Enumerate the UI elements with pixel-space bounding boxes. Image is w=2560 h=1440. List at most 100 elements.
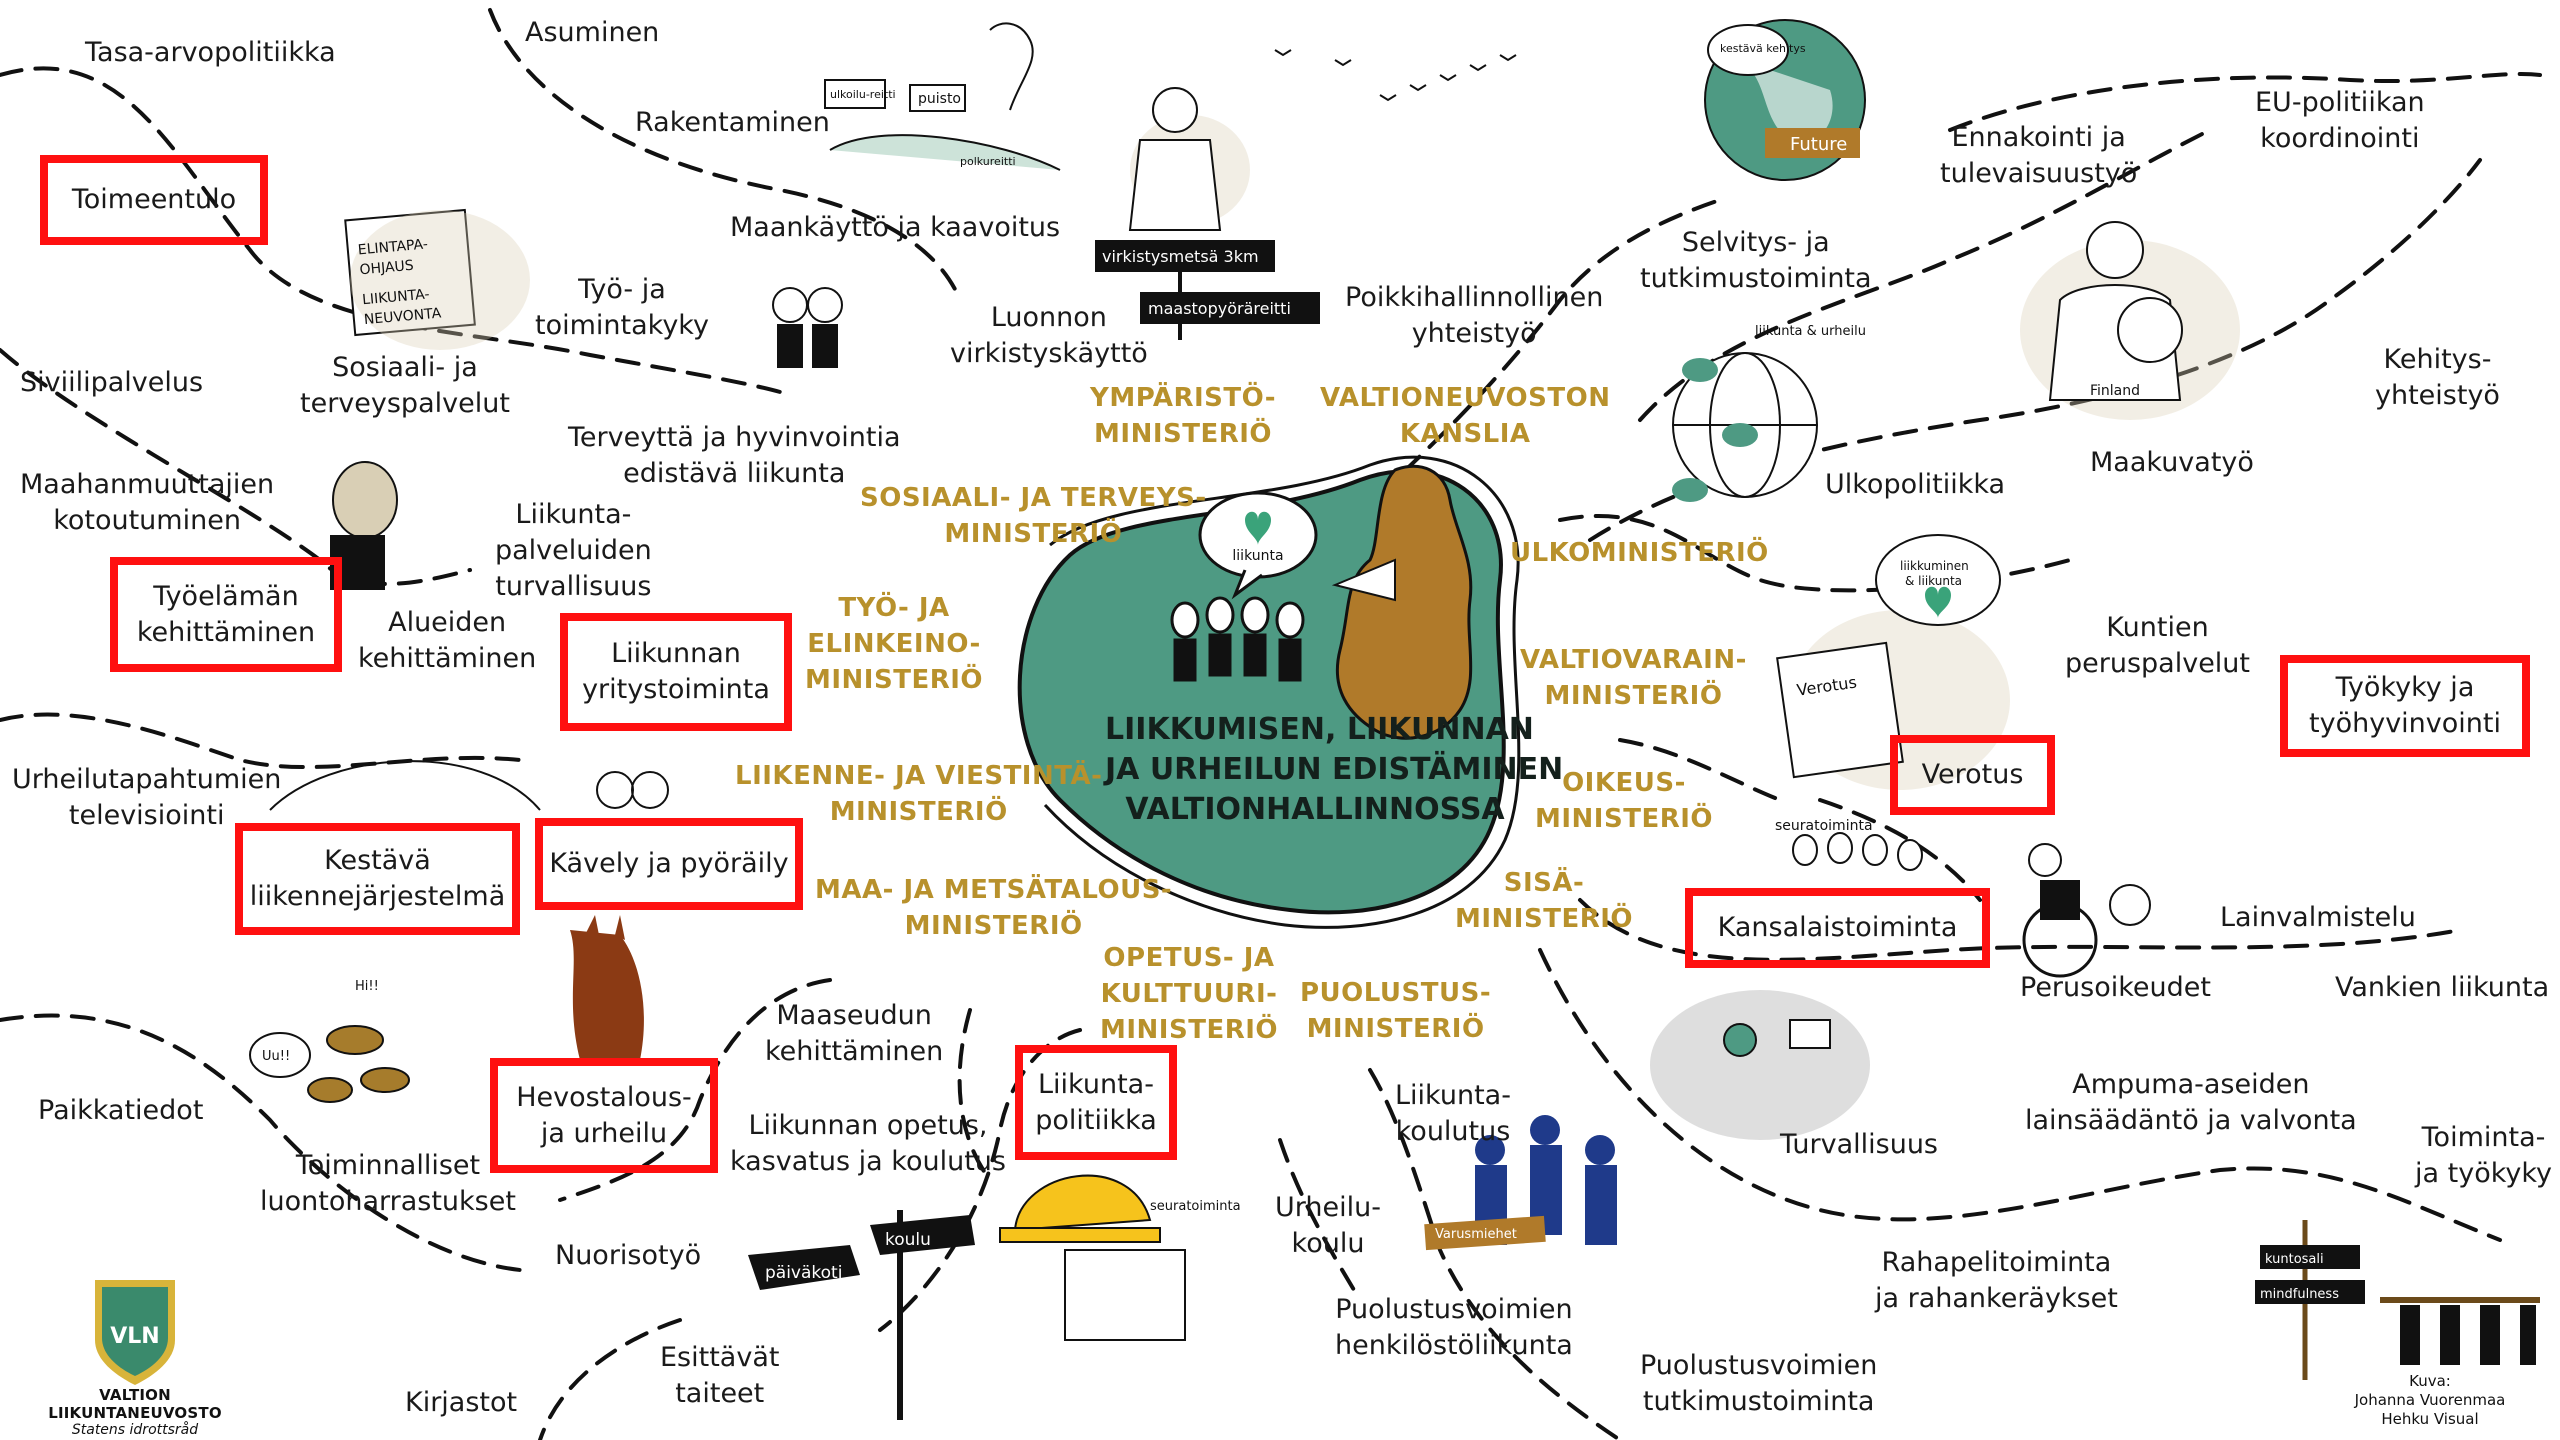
kuntosali-signpost-doodle [2255, 1220, 2540, 1380]
bubble-text: liikunta [1232, 548, 1283, 564]
birds-doodle [1274, 49, 1517, 102]
ulkopolitiikka-globe-doodle [1672, 352, 1818, 502]
mushroom-bubble-text: Uu!! [262, 1049, 290, 1064]
signpost-doodle-top [824, 22, 1061, 171]
highlight-liikuntapolitiikka[interactable]: Liikunta-politiikka [1015, 1045, 1177, 1160]
topic-paikkatiedot: Paikkatiedot [38, 1095, 204, 1126]
topic-tasa-arvo: Tasa-arvopolitiikka [85, 37, 336, 68]
sign-ulkoilu-text: ulkoilu-reitti [830, 88, 896, 101]
elintapa-text-1: ELINTAPA- [357, 236, 428, 258]
center-title-line-2: JA URHEILUN EDISTÄMINEN [1105, 752, 1564, 787]
virkistysmetsa-signs [1095, 240, 1320, 340]
topic-opetus: Liikunnan opetus,kasvatus ja koulutus [730, 1110, 1006, 1177]
finland-map [1335, 464, 1473, 740]
athlete-doodle [2020, 221, 2240, 420]
center-title-line-3: VALTIONHALLINNOSSA [1125, 792, 1505, 827]
topic-ulkopolitiikka: Ulkopolitiikka [1825, 469, 2006, 500]
friends-doodle [772, 287, 843, 368]
topic-lainvalmistelu: Lainvalmistelu [2220, 902, 2416, 933]
ministry-ulko: ULKOMINISTERIÖ [1510, 538, 1769, 568]
varusmiehet-doodle [1424, 1115, 1617, 1251]
topic-perusoikeudet: Perusoikeudet [2020, 972, 2211, 1003]
topic-liikuntakoulutus: Liikunta-koulutus [1395, 1080, 1511, 1147]
path-text: polkureitti [960, 155, 1016, 168]
maastopyoraily-sign-text: maastopyöräreitti [1148, 299, 1291, 318]
seuratoiminta-doodle-text: seuratoiminta [1775, 818, 1873, 834]
elintapa-paper-doodle [344, 208, 530, 350]
center-title-line-1: LIIKKUMISEN, LIIKUNNAN [1105, 712, 1534, 747]
bicycle-doodle [269, 760, 669, 811]
future-globe-doodle [1704, 19, 1866, 181]
topic-kehitys: Kehitys-yhteistyö [2375, 344, 2500, 411]
topic-asuminen: Asuminen [525, 17, 660, 48]
kuntosali-sign-text: kuntosali [2265, 1252, 2324, 1267]
ministry-sosiaali: SOSIAALI- JA TERVEYS-MINISTERIÖ [860, 483, 1207, 549]
turvallisuus-night-doodle [1650, 990, 1870, 1140]
topic-toiminta: Toiminta-ja työkyky [2415, 1122, 2553, 1189]
topic-urheilukoulu: Urheilu-koulu [1275, 1192, 1381, 1259]
ministry-liikenne: LIIKENNE- JA VIESTINTÄ-MINISTERIÖ [735, 761, 1103, 827]
ministry-maa: MAA- JA METSÄTALOUS-MINISTERIÖ [815, 875, 1173, 941]
seuratoiminta-hat-text: seuratoiminta [1150, 1199, 1241, 1214]
ministry-puolustus: PUOLUSTUS-MINISTERIÖ [1300, 978, 1492, 1044]
highlight-kansalaistoiminta[interactable]: Kansalaistoiminta [1685, 888, 1990, 968]
topic-maankaytto: Maankäyttö ja kaavoitus [730, 212, 1061, 243]
logo-subtitle: Statens idrottsråd [71, 1422, 199, 1438]
vln-logo: VALTION LIIKUNTANEUVOSTO Statens idrotts… [30, 1270, 240, 1438]
topic-vankien: Vankien liikunta [2335, 972, 2550, 1003]
highlight-kavely[interactable]: Kävely ja pyöräily [535, 818, 803, 910]
topic-maakuva: Maakuvatyö [2090, 447, 2254, 478]
liikkuminen-bubble-text-2: & liikunta [1905, 574, 1962, 588]
horse-doodle [570, 915, 644, 1060]
paivakoti-sign-text: päiväkoti [765, 1263, 842, 1283]
elintapa-text-3: LIIKUNTA- [362, 286, 431, 308]
topic-siviili: Siviilipalvelus [20, 367, 204, 398]
highlight-verotus[interactable]: Verotus [1890, 735, 2055, 815]
highlight-toimeentulo[interactable]: Toimeentulo [40, 155, 268, 245]
virkistysmetsa-sign-text: virkistysmetsä 3km [1102, 247, 1259, 266]
topic-turvallisuus: Turvallisuus [1780, 1129, 1938, 1160]
future-banner-text: Future [1790, 134, 1847, 155]
liikkuminen-bubble-text-1: liikkuminen [1900, 559, 1969, 573]
birdwatcher-doodle [1128, 87, 1250, 231]
mushroom-doodle [249, 1025, 410, 1103]
elintapa-text-4: NEUVONTA [363, 305, 442, 328]
center-title: LIIKKUMISEN, LIIKUNNAN JA URHEILUN EDIST… [1105, 710, 1564, 830]
ministry-valtiovarain: VALTIOVARAIN-MINISTERIÖ [1520, 645, 1747, 711]
mindfulness-sign-text: mindfulness [2260, 1287, 2339, 1302]
ministry-sisa: SISÄ-MINISTERIÖ [1455, 868, 1633, 934]
vln-badge-text: VLN [110, 1324, 159, 1349]
logo-name: VALTION LIIKUNTANEUVOSTO [48, 1386, 222, 1422]
wheelchair-doodle [2022, 843, 2151, 978]
varusmiehet-text: Varusmiehet [1435, 1227, 1517, 1242]
mushroom-bubble-text-2: Hi!! [355, 979, 379, 994]
topic-rakentaminen: Rakentaminen [635, 107, 830, 138]
seuratoiminta-doodle [1792, 832, 1923, 871]
sign-puisto-text: puisto [918, 91, 961, 107]
highlight-hevostalous[interactable]: Hevostalous-ja urheilu [490, 1058, 718, 1173]
